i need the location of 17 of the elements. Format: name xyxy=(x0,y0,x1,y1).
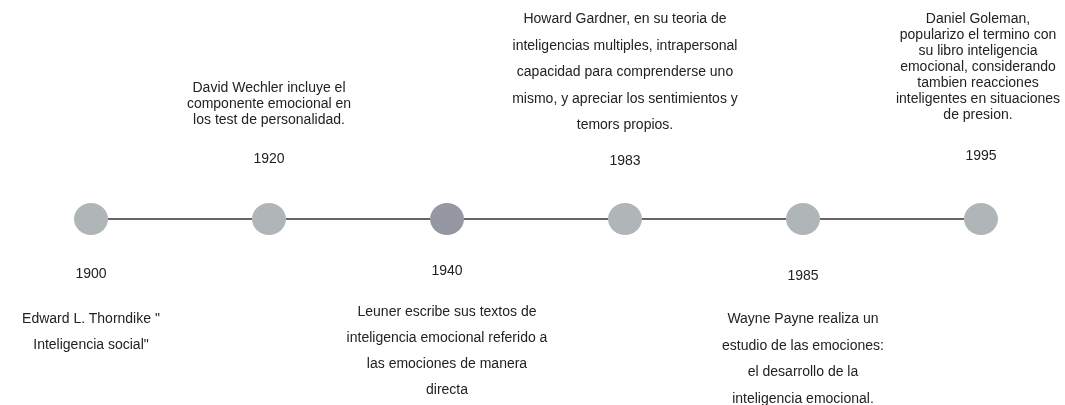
timeline-line xyxy=(463,218,609,220)
event-description: Edward L. Thorndike " Inteligencia social" xyxy=(21,309,161,354)
year-label: 1920 xyxy=(252,150,286,166)
year-label: 1995 xyxy=(964,147,998,163)
event-description: Daniel Goleman, popularizo el termino con su libro inteligencia emocional, considerando tambien reacciones inteligentes en situaciones de presion. xyxy=(894,10,1062,122)
year-label: 1983 xyxy=(608,152,642,168)
event-description: Wayne Payne realiza un estudio de las emociones: el desarrollo de la inteligencia emocional. xyxy=(721,309,885,405)
year-label: 1900 xyxy=(74,265,108,281)
year-label: 1940 xyxy=(430,262,464,278)
event-description: Leuner escribe sus textos de inteligencia emocional referido a las emociones de manera directa xyxy=(345,302,549,399)
timeline-line xyxy=(641,218,787,220)
timeline-line xyxy=(819,218,965,220)
timeline-line xyxy=(107,218,253,220)
event-description: Howard Gardner, en su teoria de inteligencias multiples, intrapersonal capacidad para comprenderse uno mismo, y apreciar los sentimientos y temors propios. xyxy=(511,9,739,134)
year-label: 1985 xyxy=(786,267,820,283)
event-description: David Wechler incluye el componente emocional en los test de personalidad. xyxy=(185,79,353,127)
timeline-line xyxy=(285,218,431,220)
